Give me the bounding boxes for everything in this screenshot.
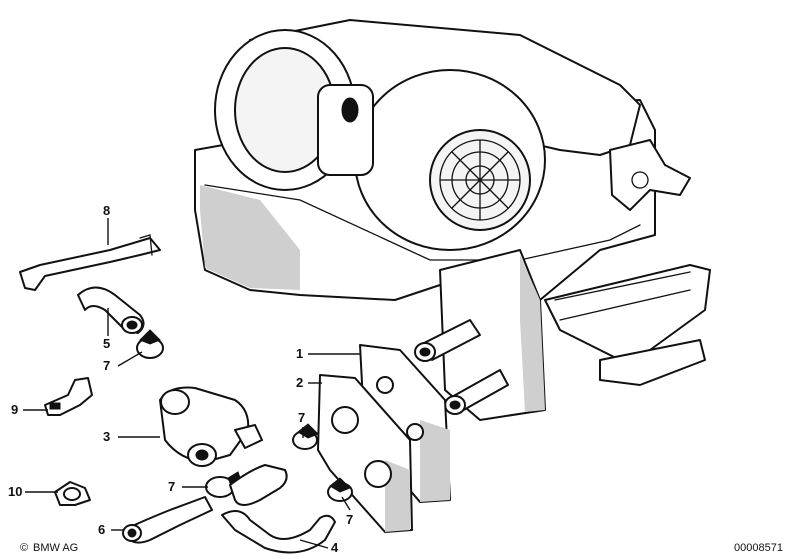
callout-7-middle: 7 — [298, 410, 305, 425]
callout-3: 3 — [103, 429, 110, 444]
heater-valve-part-3 — [159, 386, 263, 467]
hose-part-4 — [221, 464, 336, 554]
callout-5: 5 — [103, 336, 110, 351]
callout-2: 2 — [296, 375, 303, 390]
callout-labels: 8 5 7 9 3 10 7 6 1 2 7 7 4 — [8, 203, 353, 555]
callout-8: 8 — [103, 203, 110, 218]
footer: © BMW AG 00008571 — [20, 542, 783, 554]
clip-part-10 — [54, 481, 91, 506]
callout-9: 9 — [11, 402, 18, 417]
copyright-symbol: © — [20, 542, 28, 554]
callout-7-top: 7 — [103, 358, 110, 373]
callout-1: 1 — [296, 346, 303, 361]
blower-housing — [194, 19, 711, 421]
hose-part-6 — [122, 496, 213, 544]
hose-clamp-2 — [292, 423, 319, 450]
brand-label: BMW AG — [33, 542, 78, 554]
leader-lines — [23, 218, 360, 549]
gasket-part-1 — [359, 344, 451, 503]
heater-core-pipes — [414, 319, 509, 415]
clip-part-9 — [44, 377, 93, 416]
hose-clamp-1 — [136, 329, 164, 359]
callout-7-lower-left: 7 — [168, 479, 175, 494]
callout-10: 10 — [8, 484, 22, 499]
callout-6: 6 — [98, 522, 105, 537]
bracket-part-8 — [19, 234, 161, 291]
callout-7-lower-right: 7 — [346, 512, 353, 527]
hose-clamp-4 — [327, 477, 353, 502]
hose-part-5 — [77, 286, 145, 334]
drawing-number: 00008571 — [734, 542, 783, 554]
callout-4: 4 — [331, 540, 339, 555]
gasket-part-2 — [317, 374, 413, 533]
